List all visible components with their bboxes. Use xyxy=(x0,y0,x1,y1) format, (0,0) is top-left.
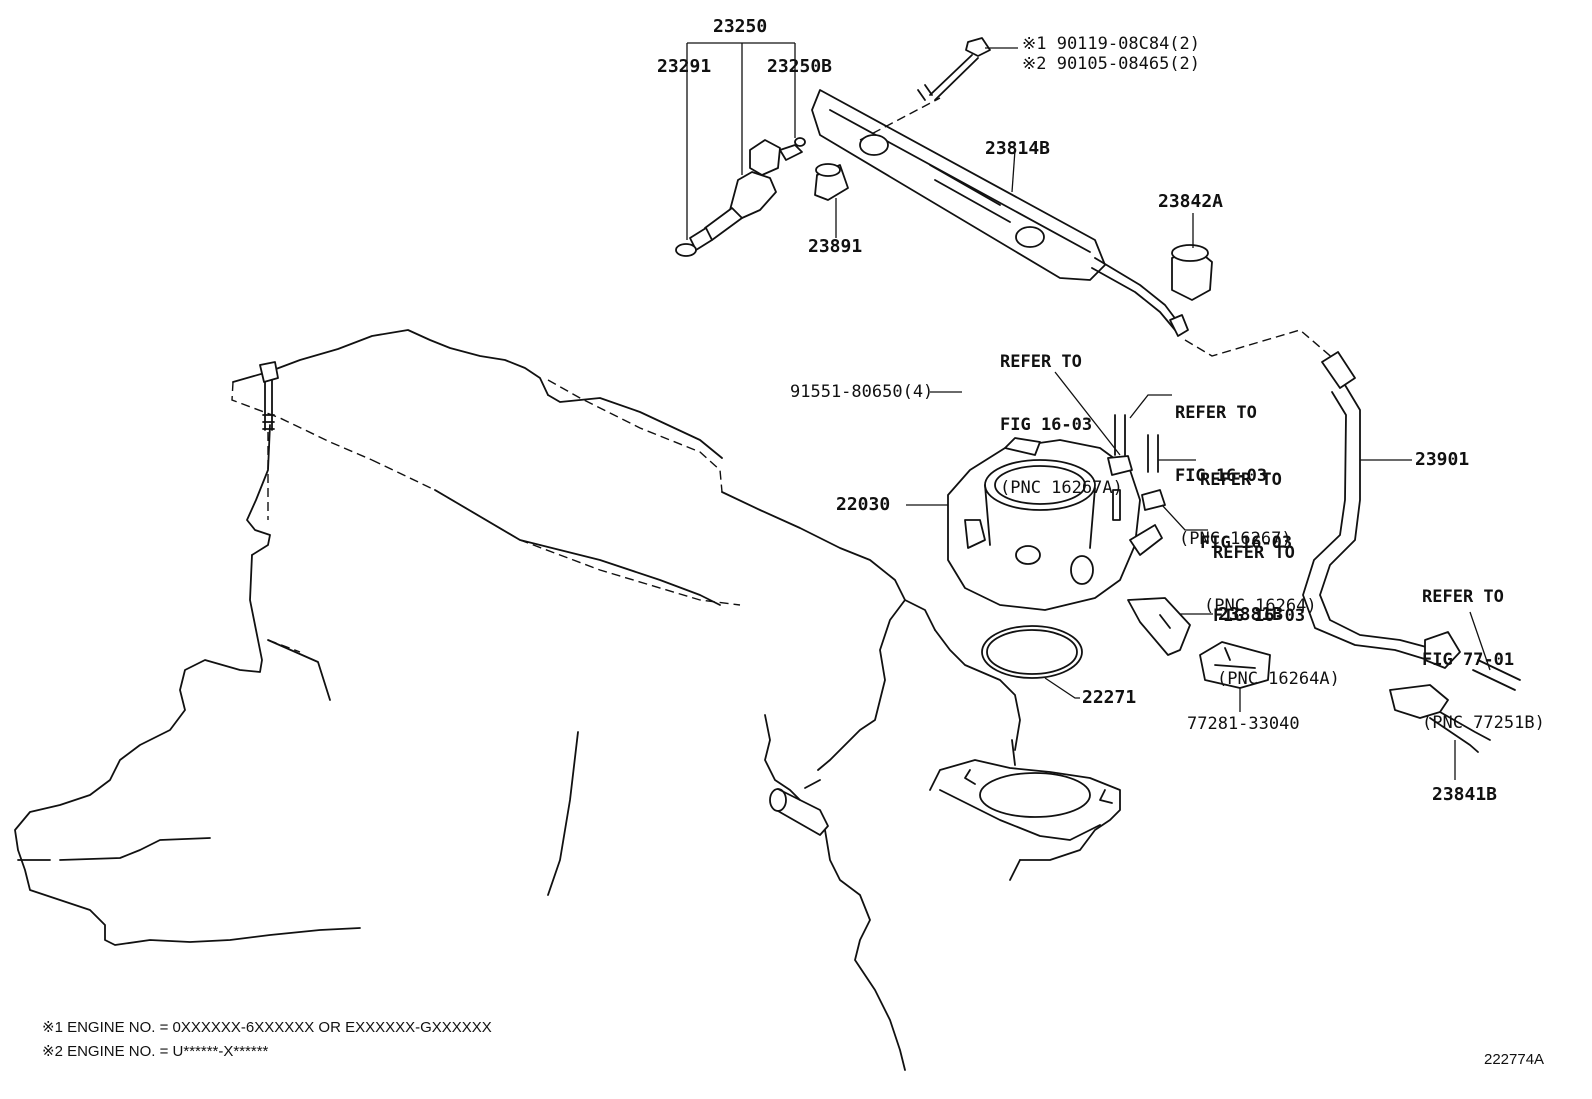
ref-hose-icon xyxy=(1469,611,1521,691)
label-hose-clamp: 23842A xyxy=(1158,191,1224,212)
ref-16267-pnc: (PNC 16267) xyxy=(1179,529,1292,549)
ref-16264A-title: REFER TO xyxy=(1213,543,1295,563)
ref-77251B-title: REFER TO xyxy=(1422,587,1504,607)
label-clamp: 77281-33040 xyxy=(1187,714,1300,734)
ref-16267A[interactable]: REFER TO FIG 16-03 (PNC 16267A) xyxy=(1000,310,1123,520)
spacer-icon xyxy=(814,163,849,238)
ref-16264-pnc: (PNC 16264) xyxy=(1204,596,1317,616)
figure-id: 222774A xyxy=(1484,1051,1545,1068)
ref-16267-fig: FIG 16-03 xyxy=(1175,466,1268,486)
gasket-icon xyxy=(981,625,1083,699)
label-throttle-bolt: 91551-80650(4) xyxy=(790,382,934,402)
label-rail-bolt: ※1 90119-08C84(2) ※2 90105-08465(2) xyxy=(1022,34,1201,74)
clamp-icon xyxy=(1199,641,1271,712)
ref-77251B-fig: FIG 77-01 xyxy=(1422,650,1515,670)
ref-16264-title: REFER TO xyxy=(1200,470,1282,490)
ref-16264A-fig: FIG 16-03 xyxy=(1213,606,1306,626)
engine-outline xyxy=(14,329,1121,1071)
ref-16267A-title: REFER TO xyxy=(1000,352,1082,372)
ref-77251B[interactable]: REFER TO FIG 77-01 (PNC 77251B) xyxy=(1422,545,1545,755)
label-bracket: 23881B xyxy=(1218,604,1284,625)
rail-bolt-icon xyxy=(917,37,1018,101)
label-delivery-pipe: 23814B xyxy=(985,138,1051,159)
label-spacer: 23891 xyxy=(808,236,863,257)
ref-16267A-fig: FIG 16-03 xyxy=(1000,415,1093,435)
fuel-hose-icon xyxy=(1302,351,1461,669)
throttle-bolt-icon xyxy=(259,361,962,520)
bracket-icon xyxy=(1127,597,1213,656)
ref-16264A[interactable]: REFER TO FIG 16-03 (PNC 16264A) xyxy=(1213,501,1340,711)
label-clip: 23841B xyxy=(1432,784,1498,805)
ref-16264[interactable]: REFER TO FIG 16-03 (PNC 16264) xyxy=(1200,428,1317,638)
label-injector-assy: 23250 xyxy=(713,16,768,37)
label-injector-insulator: 23291 xyxy=(657,56,712,77)
ref-16264A-pnc: (PNC 16264A) xyxy=(1217,669,1340,689)
label-throttle-body: 22030 xyxy=(836,494,891,515)
ref-16267[interactable]: REFER TO FIG 16-03 (PNC 16267) xyxy=(1175,361,1292,571)
ref-16264-fig: FIG 16-03 xyxy=(1200,533,1293,553)
label-gasket: 22271 xyxy=(1082,687,1137,708)
ref-16267A-pnc: (PNC 16267A) xyxy=(1000,478,1123,498)
ref-77251B-pnc: (PNC 77251B) xyxy=(1422,713,1545,733)
clip-icon xyxy=(1389,684,1491,780)
hose-clamp-icon xyxy=(1171,213,1213,301)
delivery-pipe-icon xyxy=(811,89,1189,337)
label-injector-oring: 23250B xyxy=(767,56,833,77)
label-fuel-hose: 23901 xyxy=(1415,449,1470,470)
injector-icon xyxy=(675,137,806,257)
ref-16267-title: REFER TO xyxy=(1175,403,1257,423)
engine-note-1: ※1 ENGINE NO. = 0XXXXXX-6XXXXXX OR EXXXX… xyxy=(42,1019,492,1036)
small-hose-icons xyxy=(1054,371,1208,531)
throttle-body-icon xyxy=(906,437,1163,611)
engine-note-2: ※2 ENGINE NO. = U******-X****** xyxy=(42,1043,269,1060)
